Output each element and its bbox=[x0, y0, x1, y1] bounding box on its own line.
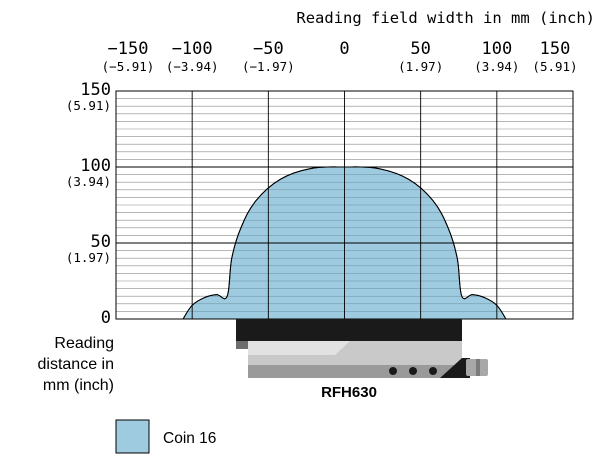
legend-swatch-coin-16 bbox=[115, 419, 150, 454]
x-tick-label-mm: 150 bbox=[540, 39, 571, 59]
x-tick-label-mm: −50 bbox=[253, 39, 284, 59]
device-connector-wedge bbox=[440, 358, 470, 378]
device-led-2 bbox=[409, 367, 417, 375]
y-tick-label-mm: 50 bbox=[91, 232, 111, 252]
x-tick-label-inch: (−3.94) bbox=[166, 59, 219, 74]
x-tick-label-inch: (5.91) bbox=[532, 59, 577, 74]
y-axis-label-line-2: distance in bbox=[38, 356, 115, 373]
x-tick-label-mm: −150 bbox=[108, 39, 149, 59]
x-tick-label-mm: 50 bbox=[410, 39, 430, 59]
device-body-shade bbox=[248, 365, 462, 378]
device-top-plate bbox=[236, 319, 462, 341]
chart-title: Reading field width in mm (inch) bbox=[296, 9, 595, 27]
device-led-3 bbox=[429, 367, 437, 375]
device-connector-ring bbox=[476, 359, 480, 376]
y-tick-label-mm: 150 bbox=[80, 80, 111, 100]
y-tick-label-mm: 0 bbox=[101, 308, 111, 328]
x-tick-label-mm: 100 bbox=[481, 39, 512, 59]
x-tick-label-inch: (−1.97) bbox=[242, 59, 295, 74]
legend: Coin 16 bbox=[115, 419, 216, 454]
device-shadow-strip bbox=[236, 341, 250, 349]
device-label: RFH630 bbox=[321, 384, 377, 401]
y-axis-label: Reading distance in mm (inch) bbox=[38, 335, 115, 394]
y-axis-label-line-1: Reading bbox=[54, 335, 114, 352]
y-tick-label-mm: 100 bbox=[80, 156, 111, 176]
y-tick-label-inch: (1.97) bbox=[66, 250, 111, 265]
legend-label-coin-16: Coin 16 bbox=[163, 430, 216, 447]
y-axis-label-line-3: mm (inch) bbox=[43, 377, 114, 394]
x-tick-label-mm: 0 bbox=[339, 39, 349, 59]
reading-field-outline-0 bbox=[182, 166, 507, 320]
x-tick-label-inch: (3.94) bbox=[474, 59, 519, 74]
x-tick-label-mm: −100 bbox=[172, 39, 213, 59]
x-tick-label-inch: (−5.91) bbox=[102, 59, 155, 74]
y-tick-label-inch: (5.91) bbox=[66, 98, 111, 113]
device-led-1 bbox=[389, 367, 397, 375]
y-tick-label-inch: (3.94) bbox=[66, 174, 111, 189]
device-body-highlight bbox=[248, 341, 350, 355]
x-tick-label-inch: (1.97) bbox=[398, 59, 443, 74]
device-illustration bbox=[236, 319, 488, 378]
